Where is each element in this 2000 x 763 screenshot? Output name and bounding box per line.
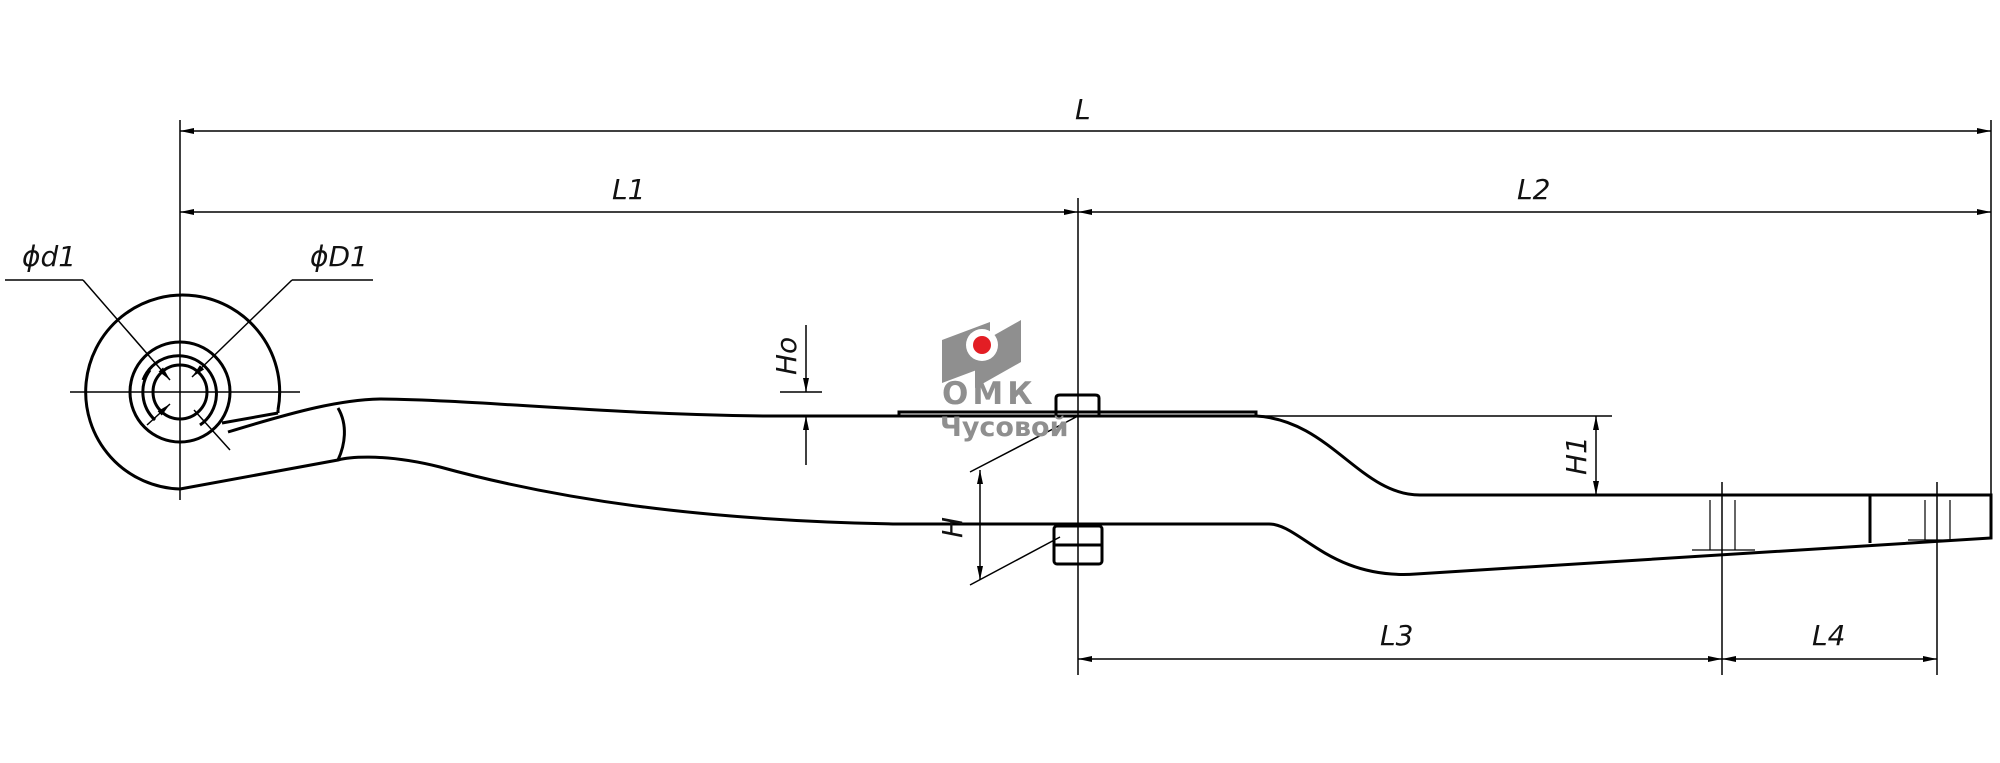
label-L4: L4 <box>1812 619 1845 652</box>
omk-logo: ОМК Чусовой <box>940 320 1069 443</box>
label-H0: Ho <box>770 337 803 375</box>
extension-lines <box>70 120 1992 675</box>
dimension-lines <box>5 128 1991 662</box>
label-H: H <box>936 517 969 538</box>
label-L2: L2 <box>1517 173 1550 206</box>
logo-name: ОМК <box>942 376 1037 412</box>
label-H1: H1 <box>1560 436 1593 475</box>
rivet-marks <box>1692 500 1965 551</box>
label-L: L <box>1075 93 1091 126</box>
label-L1: L1 <box>612 173 645 206</box>
logo-subtitle: Чусовой <box>940 412 1069 443</box>
leaf-spring <box>84 293 1993 576</box>
label-d1: ϕd1 <box>22 240 76 273</box>
label-L3: L3 <box>1380 619 1413 652</box>
label-D1: ϕD1 <box>310 240 368 273</box>
